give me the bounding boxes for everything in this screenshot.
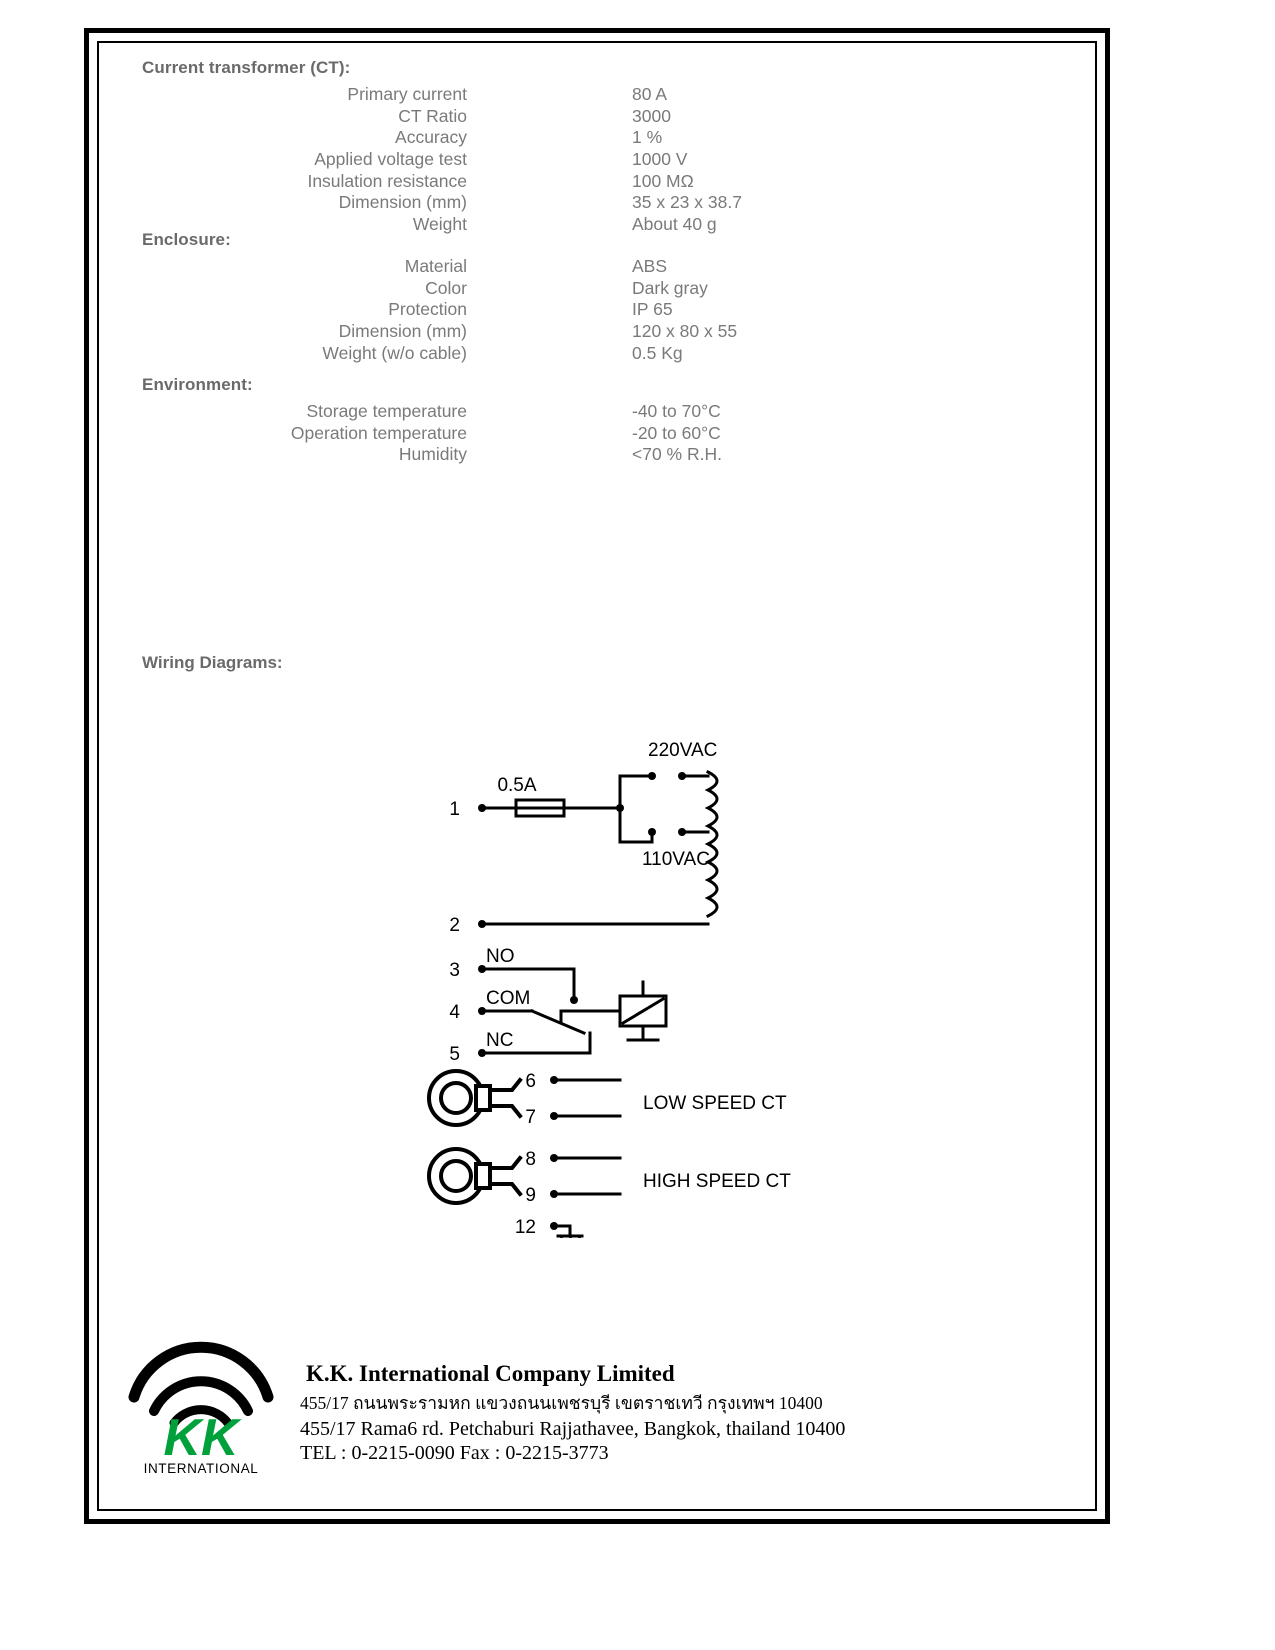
company-logo: KK INTERNATIONAL xyxy=(126,1321,276,1476)
spec-value: IP 65 xyxy=(632,299,673,320)
spec-label: Humidity xyxy=(398,444,467,465)
relay-no-label: NO xyxy=(486,946,515,967)
spec-value: 120 x 80 x 55 xyxy=(632,321,738,342)
spec-label: Primary current xyxy=(347,84,467,104)
fuse-rating-label: 0.5A xyxy=(497,775,536,796)
spec-row: Storage temperature -40 to 70°C xyxy=(142,401,842,423)
spec-value: -20 to 60°C xyxy=(632,422,721,443)
spec-row: Color Dark gray xyxy=(142,278,842,300)
terminal-label-9: 9 xyxy=(525,1185,536,1206)
spec-value: ABS xyxy=(632,256,668,276)
spec-value: <70 % R.H. xyxy=(632,444,722,465)
terminal-label-2: 2 xyxy=(449,915,460,936)
footer-company-block: K.K. International Company Limited 455/1… xyxy=(300,1361,845,1465)
page-border-inner xyxy=(97,41,1097,1511)
terminal-label-4: 4 xyxy=(449,1002,460,1023)
spec-row: Insulation resistance 100 MΩ xyxy=(142,171,842,193)
spec-label: Protection xyxy=(388,299,467,320)
terminal-label-1: 1 xyxy=(449,799,460,820)
section-current-transformer: Current transformer (CT): Primary curren… xyxy=(142,58,842,236)
spec-row: CT Ratio 3000 xyxy=(142,106,842,128)
spec-value: 35 x 23 x 38.7 xyxy=(632,192,742,213)
spec-value: 80 A xyxy=(632,84,668,104)
page-content: Current transformer (CT): Primary curren… xyxy=(84,28,1110,1524)
section-title: Environment: xyxy=(142,375,253,394)
spec-row: Protection IP 65 xyxy=(142,299,842,321)
spec-list: Material ABS Color Dark gray Protection … xyxy=(142,256,842,364)
spec-label: Color xyxy=(425,277,467,298)
spec-value: 3000 xyxy=(632,105,671,126)
company-address-thai: 455/17 ถนนพระรามหก แขวงถนนเพชรบุรี เขตรา… xyxy=(300,1393,823,1413)
spec-row: Operation temperature -20 to 60°C xyxy=(142,423,842,445)
spec-label: Dimension (mm) xyxy=(338,321,467,342)
spec-row: Dimension (mm) 35 x 23 x 38.7 xyxy=(142,192,842,214)
tap-220vac-label: 220VAC xyxy=(648,740,717,761)
spec-label: Applied voltage test xyxy=(314,149,467,170)
spec-value: 1 % xyxy=(632,127,663,148)
logo-subtext: INTERNATIONAL xyxy=(143,1461,259,1476)
spec-label: Weight xyxy=(412,214,467,235)
logo-kk-text: KK xyxy=(163,1409,242,1467)
company-contact: TEL : 0-2215-0090 Fax : 0-2215-3773 xyxy=(300,1442,609,1464)
wiring-diagram: 1 2 3 4 5 6 7 8 9 12 0.5A 220VAC 110VAC … xyxy=(424,728,864,1238)
section-enclosure: Enclosure: Material ABS Color Dark gray … xyxy=(142,230,842,364)
terminal-label-3: 3 xyxy=(449,960,460,981)
tap-110vac-label: 110VAC xyxy=(642,849,710,870)
spec-row: Accuracy 1 % xyxy=(142,127,842,149)
company-name: K.K. International Company Limited xyxy=(306,1361,675,1386)
spec-label: Accuracy xyxy=(395,127,467,148)
section-title: Enclosure: xyxy=(142,230,231,249)
page-border-outer xyxy=(84,28,1110,1524)
spec-value: 1000 V xyxy=(632,149,688,170)
spec-row: Weight About 40 g xyxy=(142,214,842,236)
section-environment: Environment: Storage temperature -40 to … xyxy=(142,375,842,466)
terminal-label-8: 8 xyxy=(525,1149,536,1170)
spec-value: About 40 g xyxy=(632,214,717,235)
spec-label: CT Ratio xyxy=(398,105,467,126)
spec-value: 0.5 Kg xyxy=(632,342,683,363)
spec-value: 100 MΩ xyxy=(632,170,694,191)
section-title: Current transformer (CT): xyxy=(142,58,351,77)
spec-label: Material xyxy=(404,256,467,276)
spec-value: Dark gray xyxy=(632,277,708,298)
spec-value: -40 to 70°C xyxy=(632,401,721,421)
spec-list: Storage temperature -40 to 70°C Operatio… xyxy=(142,401,842,466)
terminal-label-7: 7 xyxy=(525,1107,536,1128)
spec-row: Material ABS xyxy=(142,256,842,278)
terminal-label-12: 12 xyxy=(515,1217,536,1238)
spec-label: Dimension (mm) xyxy=(338,192,467,213)
high-speed-ct-label: HIGH SPEED CT xyxy=(643,1171,791,1192)
spec-list: Primary current 80 A CT Ratio 3000 Accur… xyxy=(142,84,842,236)
terminal-label-6: 6 xyxy=(525,1071,536,1092)
spec-row: Applied voltage test 1000 V xyxy=(142,149,842,171)
spec-row: Humidity <70 % R.H. xyxy=(142,444,842,466)
terminal-label-5: 5 xyxy=(449,1044,460,1065)
spec-label: Storage temperature xyxy=(306,401,467,421)
spec-label: Operation temperature xyxy=(290,422,467,443)
relay-com-label: COM xyxy=(486,988,530,1009)
spec-row: Dimension (mm) 120 x 80 x 55 xyxy=(142,321,842,343)
spec-row: Weight (w/o cable) 0.5 Kg xyxy=(142,343,842,365)
wiring-diagrams-title: Wiring Diagrams: xyxy=(142,653,283,672)
footer: KK INTERNATIONAL K.K. International Comp… xyxy=(84,1313,1110,1493)
spec-label: Insulation resistance xyxy=(307,170,467,191)
low-speed-ct-label: LOW SPEED CT xyxy=(643,1093,787,1114)
company-address-english: 455/17 Rama6 rd. Petchaburi Rajjathavee,… xyxy=(300,1418,846,1440)
relay-nc-label: NC xyxy=(486,1030,513,1051)
spec-label: Weight (w/o cable) xyxy=(322,342,467,363)
spec-row: Primary current 80 A xyxy=(142,84,842,106)
